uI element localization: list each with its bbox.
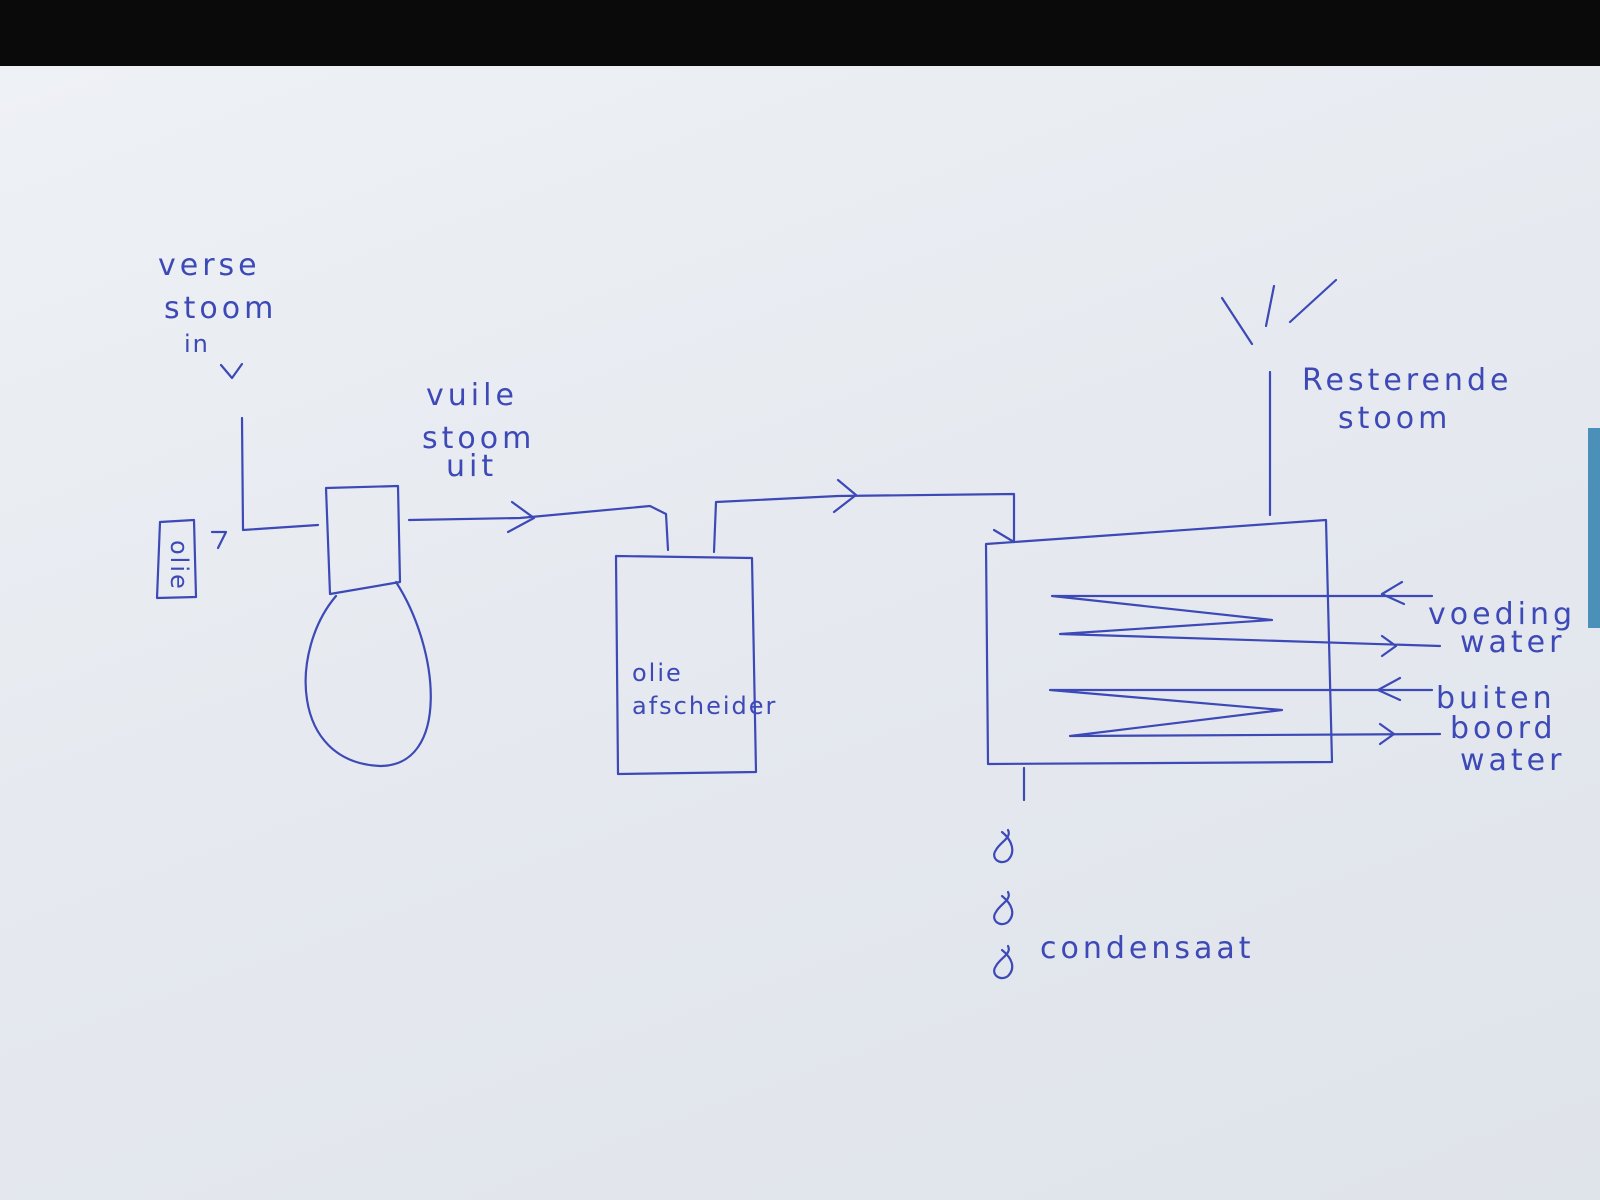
outboard-water-out-arrow-icon xyxy=(1378,722,1396,746)
fresh-steam-text-2: stoom xyxy=(164,291,277,326)
oil-separator-tank xyxy=(614,554,758,776)
remaining-steam-text-2: stoom xyxy=(1338,401,1451,436)
remaining-steam-text-1: Resterende xyxy=(1302,363,1512,398)
dirty-steam-pipe xyxy=(407,504,670,552)
condenser-shell xyxy=(984,518,1334,766)
condensate-drop-icon-2 xyxy=(993,890,1014,926)
feed-water-coil xyxy=(1050,594,1442,648)
separator-text-1: olie xyxy=(632,659,683,687)
fresh-steam-pipe xyxy=(240,416,320,532)
oil-box xyxy=(155,518,198,600)
separator-text-2: afscheider xyxy=(632,692,777,720)
engine-bulb xyxy=(304,580,432,768)
separator-outlet-pipe xyxy=(712,492,1016,554)
feed-water-in-arrow-icon xyxy=(1380,580,1406,606)
oil-box-text: olie xyxy=(165,540,193,591)
feed-water-out-arrow-icon xyxy=(1380,634,1398,658)
separator-outlet-arrow-icon xyxy=(832,478,858,514)
dirty-steam-text-2: stoom xyxy=(422,421,535,456)
engine-cylinder xyxy=(324,484,402,596)
condensate-text: condensaat xyxy=(1040,931,1255,966)
paper-sheet xyxy=(0,66,1600,1200)
outboard-water-in-arrow-icon xyxy=(1376,676,1402,702)
outboard-water-text-3: water xyxy=(1460,743,1565,778)
fresh-steam-label: verse stoom in xyxy=(158,248,277,358)
fresh-steam-arrow-icon xyxy=(219,362,244,380)
condenser-inlet-stub xyxy=(992,528,1016,544)
fresh-steam-text-3: in xyxy=(184,330,210,358)
condensate-drop-icon-1 xyxy=(993,828,1014,864)
feed-water-text-2: water xyxy=(1460,625,1565,660)
dirty-steam-text-1: vuile xyxy=(426,378,518,413)
dirty-steam-text-3: uit xyxy=(446,449,497,484)
blue-board-edge xyxy=(1588,428,1600,628)
dirty-steam-arrow-icon xyxy=(506,500,536,534)
steam-burst-icon xyxy=(1220,278,1338,346)
outboard-water-text-1: buiten xyxy=(1436,681,1556,716)
outboard-water-coil xyxy=(1048,688,1442,738)
outboard-water-text-2: boord xyxy=(1450,711,1557,746)
dirty-steam-label: vuile stoom uit xyxy=(422,378,535,484)
fresh-steam-text-1: verse xyxy=(158,248,261,283)
oil-box-connector xyxy=(210,530,228,550)
condensate-drop-icon-3 xyxy=(993,944,1014,980)
feed-water-text-1: voeding xyxy=(1428,597,1576,632)
